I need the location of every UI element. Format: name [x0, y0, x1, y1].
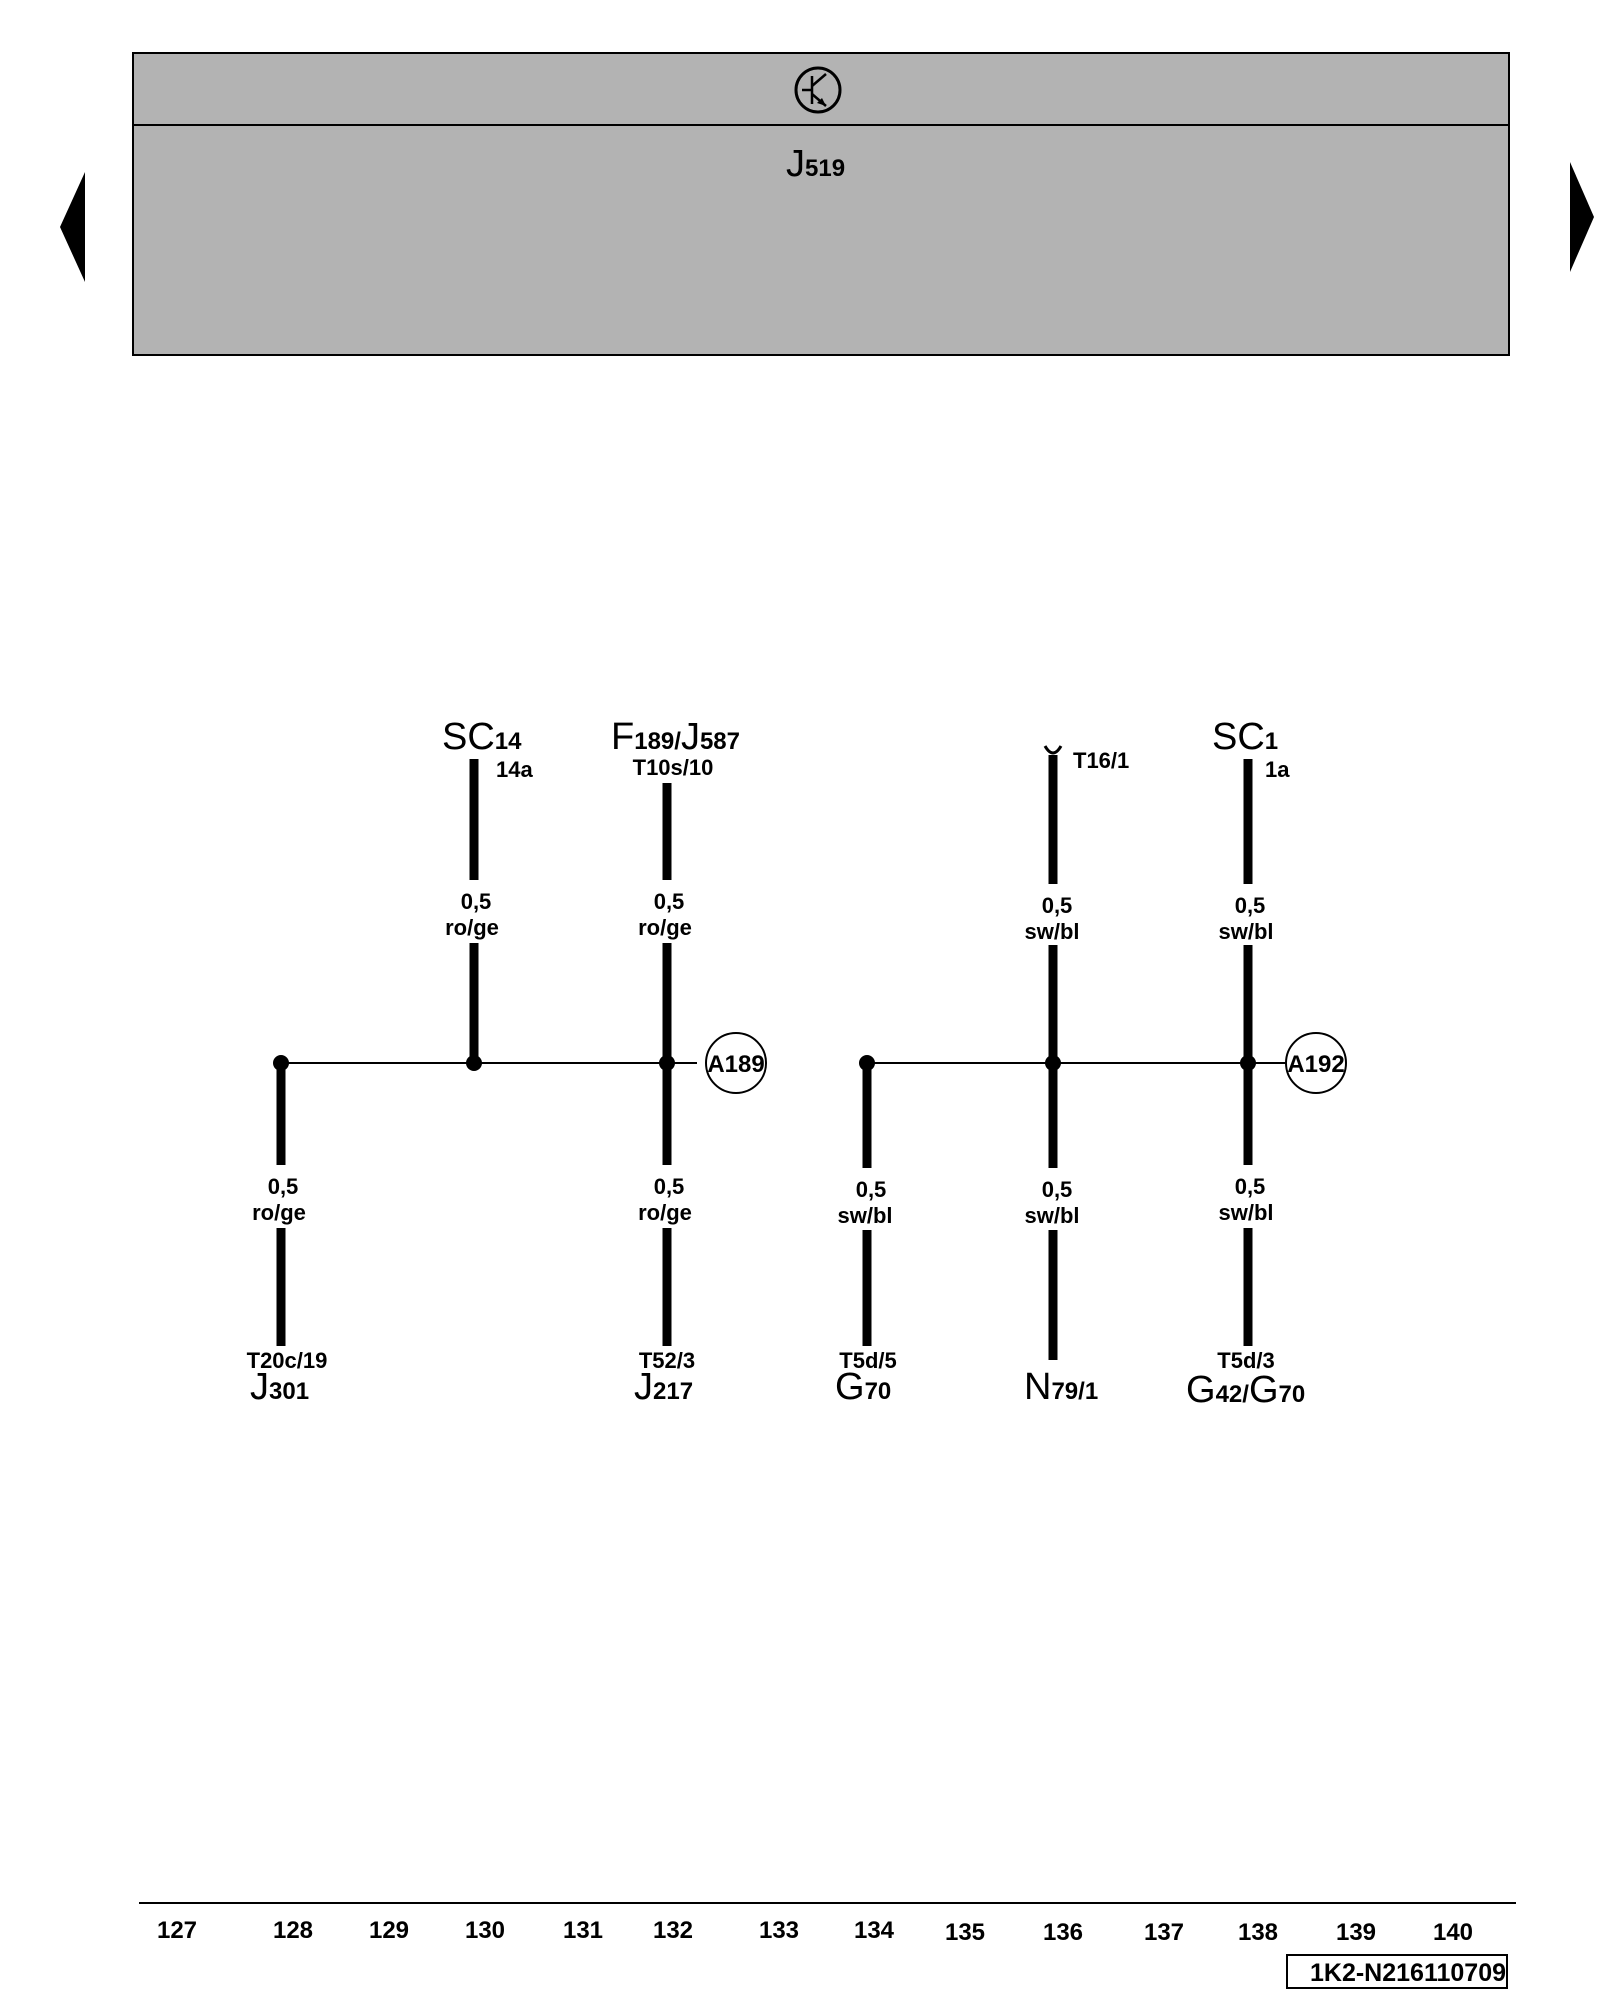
splice-label-a192: A192	[1287, 1051, 1344, 1078]
wire-size: 0,5	[856, 1177, 887, 1202]
module-label: J519	[786, 143, 845, 185]
pin-label: T20c/19	[247, 1348, 328, 1373]
column-number: 137	[1144, 1919, 1184, 1946]
pin-label: T10s/10	[633, 755, 714, 780]
column-number: 135	[945, 1919, 985, 1946]
component-label-n79: N79/1	[1024, 1366, 1098, 1408]
column-number: 138	[1238, 1919, 1278, 1946]
column-number: 129	[369, 1917, 409, 1944]
wire-size: 0,5	[654, 1174, 685, 1199]
wire-color: ro/ge	[252, 1200, 306, 1225]
column-number: 134	[854, 1917, 895, 1944]
connector-label-f189-j587: F189/J587	[611, 716, 740, 758]
column-numbers: 127 128 129 130 131 132 133 134 135 136 …	[157, 1917, 1473, 1946]
connector-label-sc1: SC1	[1212, 716, 1278, 758]
splice-label-a189: A189	[707, 1051, 764, 1078]
wire-size: 0,5	[1235, 893, 1266, 918]
document-id-box	[1286, 1954, 1508, 1989]
column-number: 132	[653, 1917, 693, 1944]
pin-label: T16/1	[1073, 748, 1129, 773]
component-label-j217: J217	[634, 1366, 693, 1408]
wire-color: ro/ge	[638, 1200, 692, 1225]
pin-label: T5d/5	[839, 1348, 896, 1373]
pin-label: T52/3	[639, 1348, 695, 1373]
component-label-g42-g70: G42/G70	[1186, 1369, 1305, 1411]
column-number: 130	[465, 1917, 505, 1944]
pin-socket-icon	[1043, 745, 1063, 755]
pin-label: T5d/3	[1217, 1348, 1274, 1373]
column-number: 140	[1433, 1919, 1473, 1946]
column-number: 128	[273, 1917, 313, 1944]
pin-label: 1a	[1265, 757, 1290, 782]
column-number: 136	[1043, 1919, 1083, 1946]
column-number: 133	[759, 1917, 799, 1944]
wire-color: sw/bl	[1024, 1203, 1079, 1228]
connector-label-sc14: SC14	[442, 716, 522, 758]
header-band	[132, 52, 1510, 356]
wire-color: sw/bl	[837, 1203, 892, 1228]
wire-size: 0,5	[268, 1174, 299, 1199]
wire-size: 0,5	[654, 889, 685, 914]
pin-label: 14a	[496, 757, 533, 782]
wire-color: sw/bl	[1024, 919, 1079, 944]
wire-color: ro/ge	[638, 915, 692, 940]
column-number: 139	[1336, 1919, 1376, 1946]
wire-color: ro/ge	[445, 915, 499, 940]
transistor-icon	[794, 66, 842, 114]
triangle-left-icon[interactable]	[60, 172, 85, 282]
document-id: 1K2-N216110709	[1310, 1959, 1506, 1987]
wire-color: sw/bl	[1218, 919, 1273, 944]
component-label-g70: G70	[835, 1366, 891, 1408]
component-label-j301: J301	[250, 1366, 309, 1408]
splice-circle-a189	[705, 1032, 767, 1094]
column-number: 131	[563, 1917, 603, 1944]
wire-size: 0,5	[1235, 1174, 1266, 1199]
wire-size: 0,5	[461, 889, 492, 914]
splice-circle-a192	[1285, 1032, 1347, 1094]
triangle-right-icon[interactable]	[1570, 162, 1594, 272]
wire-size: 0,5	[1042, 1177, 1073, 1202]
wire-size: 0,5	[1042, 893, 1073, 918]
wire-color: sw/bl	[1218, 1200, 1273, 1225]
column-number: 127	[157, 1917, 197, 1944]
